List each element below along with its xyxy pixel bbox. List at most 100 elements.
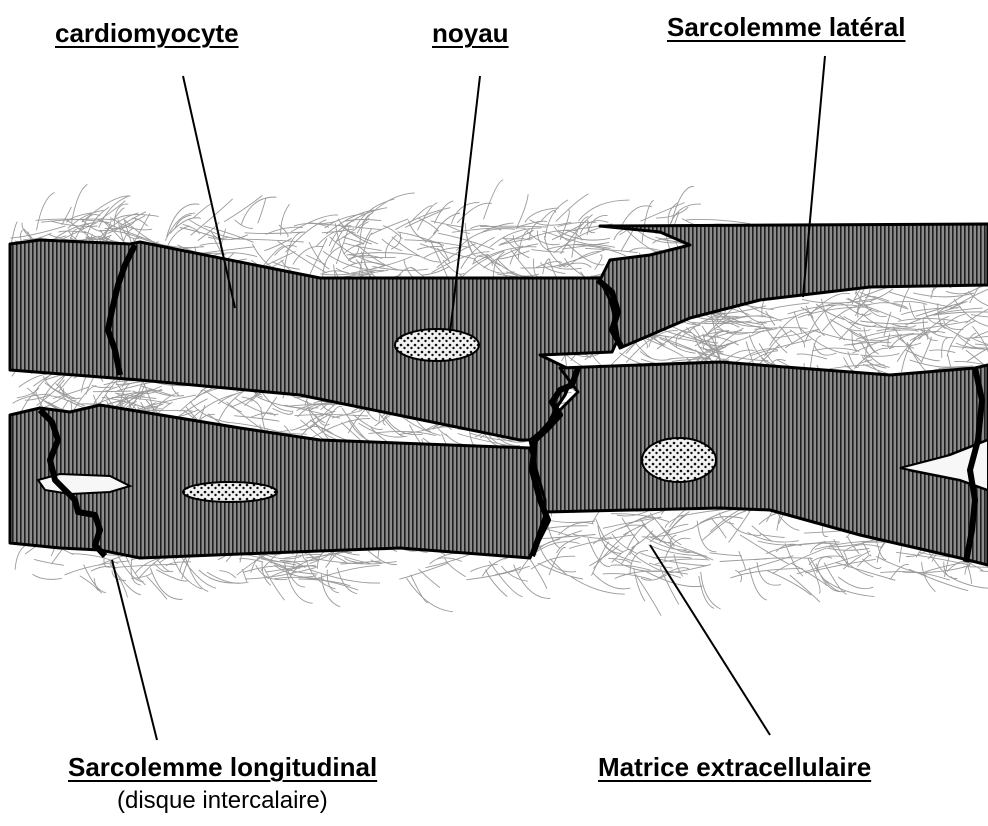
nucleus-lower-left [183,482,277,502]
matrix-fiber [860,321,928,324]
matrix-fiber [264,569,284,601]
matrix-fiber [972,326,988,355]
matrix-fiber [245,232,305,233]
matrix-fiber [312,558,382,564]
matrix-fiber [804,531,844,534]
matrix-fiber [790,330,805,348]
matrix-fiber [480,226,547,227]
matrix-fiber [850,329,871,331]
label-sarcolemme-lateral: Sarcolemme latéral [667,12,905,43]
matrix-fiber [531,556,575,569]
matrix-fiber [558,523,593,536]
matrix-fiber [748,532,799,542]
matrix-fiber [207,572,248,583]
matrix-fiber [516,194,528,229]
matrix-fiber [971,315,988,318]
matrix-fiber [767,571,811,595]
matrix-fiber [570,576,624,594]
matrix-fiber [556,194,589,222]
matrix-fiber [596,519,607,540]
matrix-fiber [816,564,846,592]
matrix-fiber [443,260,464,274]
matrix-fiber [411,575,428,603]
matrix-fiber [929,350,955,353]
matrix-fiber [199,570,239,583]
matrix-fiber [627,517,660,548]
matrix-fiber [151,568,183,599]
matrix-fiber [669,564,711,572]
matrix-fiber [34,559,64,565]
matrix-fiber [921,337,931,363]
matrix-fiber [91,566,117,571]
matrix-fiber [33,574,62,579]
matrix-fiber [444,557,465,576]
matrix-fiber [310,570,380,583]
nucleus-upper [395,329,479,361]
matrix-fiber [898,318,958,321]
matrix-fiber [785,330,819,348]
matrix-fiber [540,210,555,221]
matrix-fiber [622,206,652,225]
matrix-fiber [552,224,583,240]
matrix-fiber [484,180,504,220]
matrix-fiber [343,208,387,228]
matrix-fiber [349,232,378,244]
matrix-fiber [353,415,383,430]
matrix-fiber [790,575,820,602]
matrix-fiber [382,239,402,251]
matrix-fiber [836,563,896,581]
label-noyau: noyau [432,18,509,49]
matrix-fiber [306,255,326,265]
matrix-fiber [922,562,936,592]
matrix-fiber [785,543,803,576]
matrix-fiber [219,571,236,578]
matrix-fiber [942,337,950,358]
matrix-fiber [258,198,266,223]
matrix-fiber [418,569,439,588]
matrix-fiber [701,572,721,609]
matrix-fiber [814,343,837,355]
matrix-fiber [539,545,576,571]
matrix-fiber [19,373,63,387]
matrix-fiber [838,577,873,589]
matrix-fiber [55,223,95,239]
matrix-fiber [431,221,462,227]
matrix-fiber [15,543,35,570]
nucleus-lower-right [642,438,716,482]
matrix-fiber [93,391,131,392]
leader-sarcolemme-longitudinal [112,560,157,740]
matrix-fiber [417,246,443,249]
matrix-fiber [363,193,415,223]
matrix-fiber [686,219,750,223]
matrix-fiber [183,224,199,234]
label-disque-intercalaire: (disque intercalaire) [117,787,328,815]
matrix-fiber [861,341,890,367]
matrix-fiber [434,201,453,224]
matrix-fiber [634,568,645,601]
matrix-fiber [636,575,661,616]
matrix-fiber [235,220,253,229]
leader-matrice [650,545,770,735]
matrix-fiber [538,563,584,579]
label-matrice-extracellulaire: Matrice extracellulaire [598,752,871,783]
matrix-fiber [499,239,533,246]
label-sarcolemme-longitudinal: Sarcolemme longitudinal [68,752,377,783]
label-cardiomyocyte: cardiomyocyte [55,18,239,49]
matrix-fiber [56,383,75,397]
matrix-fiber [234,416,279,422]
matrix-fiber [13,394,50,403]
matrix-fiber [262,562,271,585]
matrix-fiber [595,255,602,270]
matrix-fiber [661,527,675,547]
matrix-fiber [224,195,262,221]
matrix-fiber [824,579,874,596]
cardiomyocyte-upper-right [600,224,988,348]
matrix-fiber [321,574,340,607]
matrix-fiber [37,192,55,230]
matrix-fiber [22,223,30,237]
matrix-fiber [399,563,447,579]
matrix-fiber [242,397,261,408]
matrix-fiber [592,512,599,524]
